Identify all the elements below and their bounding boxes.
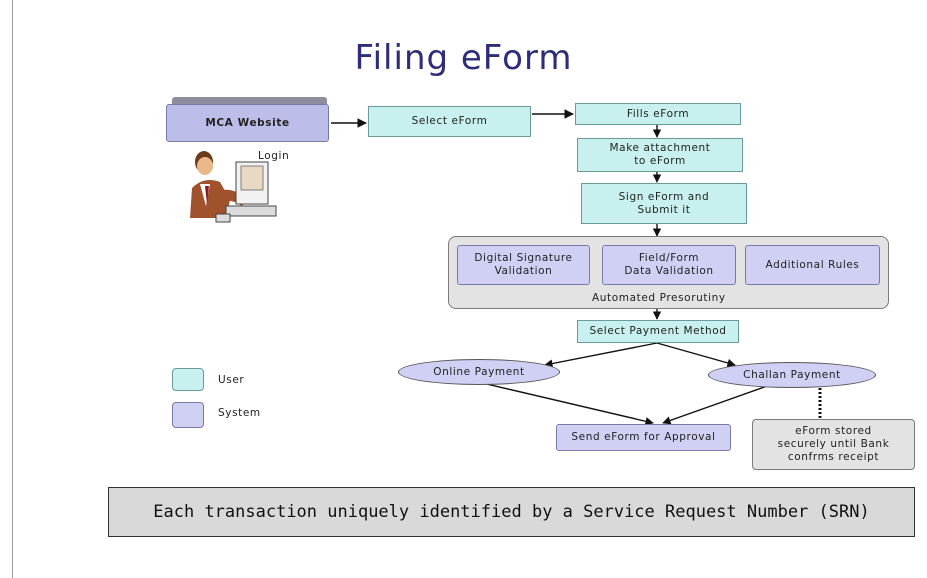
send-approval-node: Send eForm for Approval (556, 424, 731, 451)
fills-eform-node: Fills eForm (575, 103, 741, 125)
srn-banner: Each transaction uniquely identified by … (108, 487, 915, 537)
arrow-challan-to-approval (662, 384, 771, 425)
challan-payment-node: Challan Payment (708, 362, 876, 388)
sign-submit-node: Sign eForm and Submit it (581, 183, 747, 224)
select-payment-node: Select Payment Method (577, 320, 739, 343)
arrow-payment-to-challan (656, 342, 736, 367)
online-payment-node: Online Payment (398, 359, 560, 385)
page-title: Filing eForm (354, 38, 573, 78)
user-person-icon (190, 151, 277, 223)
automated-prescrutiny-label: Automated Presorutiny (592, 292, 726, 304)
left-divider (12, 0, 13, 578)
digital-signature-node: Digital Signature Validation (457, 245, 590, 285)
make-attachment-node: Make attachment to eForm (577, 138, 743, 172)
mca-website-node: MCA Website (166, 104, 329, 142)
legend-system-swatch (172, 402, 204, 428)
arrow-payment-to-online (544, 342, 658, 368)
login-label: Login (258, 150, 290, 162)
arrow-online-to-approval (477, 381, 654, 426)
field-form-node: Field/Form Data Validation (602, 245, 736, 285)
legend-system-label: System (218, 407, 261, 419)
additional-rules-node: Additional Rules (745, 245, 880, 285)
eform-stored-node: eForm stored securely until Bank confrms… (752, 419, 915, 470)
legend-user-label: User (218, 374, 245, 386)
select-eform-node: Select eForm (368, 106, 531, 137)
legend-user-swatch (172, 368, 204, 391)
